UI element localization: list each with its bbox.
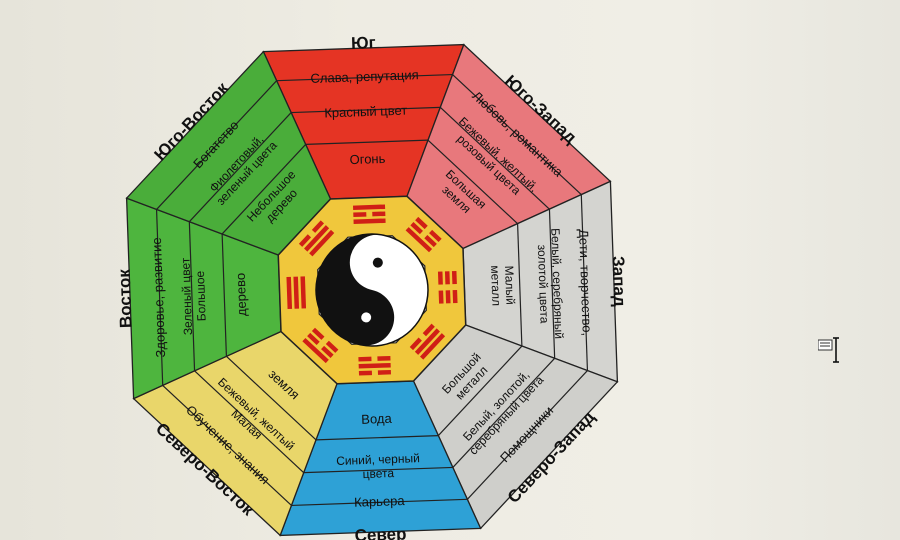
sector-divider: [194, 370, 305, 474]
trigram-line: [414, 328, 440, 355]
trigram-line: [307, 332, 320, 346]
sector-divider: [276, 73, 453, 82]
sector-divider: [466, 370, 588, 500]
trigram-line: [409, 337, 422, 351]
trigram-line: [298, 234, 312, 247]
trigram-line: [311, 327, 325, 340]
outer-sectors: [125, 43, 619, 537]
trigram-line: [311, 220, 325, 233]
sector-north-text: Карьера: [354, 493, 406, 510]
sector-east: [125, 197, 282, 400]
sector-west-text: Дети, творчество,: [576, 229, 595, 336]
trigram-line: [358, 356, 372, 362]
sector-east-text: дерево: [233, 273, 250, 317]
trigram-line: [353, 218, 386, 225]
trigram-line: [377, 369, 392, 375]
trigram-line: [300, 276, 307, 309]
sector-divider: [516, 223, 523, 347]
trigram-icon: [409, 323, 446, 360]
trigram-line: [304, 225, 330, 252]
sector-divider: [221, 233, 228, 357]
sector-south-text: Красный цвет: [324, 103, 407, 121]
sector-north-direction: Север: [354, 524, 406, 540]
sector-divider: [452, 74, 582, 196]
trigram-line: [452, 289, 458, 304]
sector-west-text: Белый, серебряный: [548, 228, 566, 339]
sector-divider: [452, 357, 556, 468]
trigram-line: [419, 333, 446, 360]
sector-divider: [225, 355, 317, 441]
trigram-line: [451, 270, 457, 285]
trigram-icon: [358, 355, 392, 376]
trigram-line: [325, 340, 339, 353]
trigram-line: [309, 229, 335, 257]
text-cursor-icon: [818, 337, 839, 363]
trigram-line: [302, 337, 329, 364]
trigram-line: [438, 290, 444, 304]
sector-east-text: Большое: [193, 270, 209, 321]
trigram-line: [424, 234, 437, 248]
sector-divider: [439, 106, 550, 210]
sector-north-text: Вода: [361, 411, 393, 427]
sector-divider: [188, 221, 196, 371]
trigram-line: [321, 345, 334, 358]
trigram-line: [293, 276, 300, 309]
sector-south-text: Слава, репутация: [310, 67, 419, 86]
trigram-icon: [352, 204, 386, 225]
sector-north-text: цвета: [362, 466, 394, 481]
trigram-line: [405, 227, 433, 253]
trigram-line: [377, 355, 391, 361]
sector-east-direction: Восток: [115, 268, 136, 328]
yin-yang-icon: [315, 233, 429, 347]
trigram-icon: [405, 216, 442, 253]
sector-west-text: золотой цвета: [535, 244, 552, 324]
trigram-line: [445, 290, 451, 304]
trigram-line: [415, 216, 428, 230]
trigram-line: [437, 271, 443, 285]
trigram-line: [353, 212, 367, 218]
sector-divider: [162, 384, 292, 506]
sector-divider: [291, 106, 441, 114]
trigram-line: [422, 323, 435, 337]
sector-divider: [155, 209, 164, 386]
sector-north-text: Синий, черный: [336, 451, 420, 468]
sector-divider: [315, 434, 439, 441]
sector-south-text: Огонь: [349, 151, 385, 167]
sector-east-text: Зеленый цвет: [178, 257, 195, 335]
sector-west-text: Малый: [502, 265, 517, 305]
trigram-line: [286, 276, 293, 310]
trigram-icon: [302, 327, 339, 364]
sector-divider: [437, 345, 523, 437]
trigram-line: [358, 370, 373, 376]
sector-south-direction: Юг: [351, 33, 376, 53]
sector-divider: [427, 139, 519, 225]
trigram-line: [352, 204, 386, 211]
trigram-icon: [286, 276, 307, 310]
sector-northwest: [412, 324, 619, 530]
trigram-line: [372, 211, 386, 217]
sector-divider: [291, 498, 468, 507]
sector-east-text: Здоровье, развитие: [149, 237, 168, 358]
trigram-line: [410, 222, 423, 235]
sector-west-direction: Запад: [609, 256, 630, 307]
sector-west-text: металл: [488, 265, 503, 306]
sector-divider: [221, 143, 307, 235]
trigram-line: [429, 229, 442, 243]
sector-divider: [580, 194, 589, 371]
sector-divider: [305, 139, 429, 146]
trigram-icon: [437, 270, 458, 304]
sector-divider: [156, 80, 278, 210]
trigram-icon: [298, 220, 335, 257]
trigram-line: [358, 362, 391, 369]
sector-divider: [548, 209, 556, 359]
trigram-line: [444, 271, 450, 285]
sector-divider: [188, 112, 292, 223]
sector-divider: [303, 466, 453, 474]
